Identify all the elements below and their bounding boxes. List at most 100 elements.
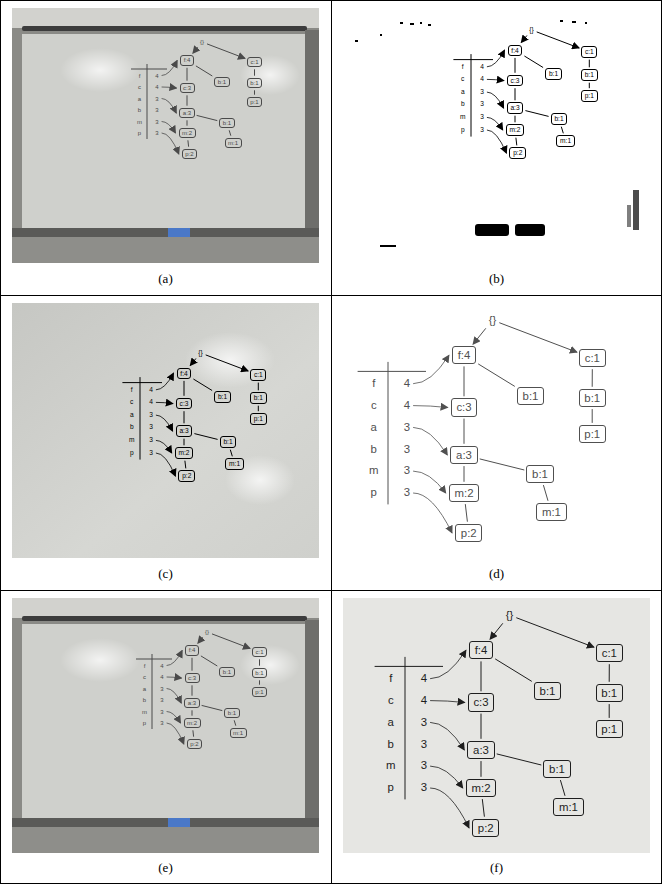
node-label: {} [205,629,209,635]
tree-node-box: c:3 [180,83,195,94]
tree-edge [609,704,610,718]
node-label: c:1 [254,371,263,378]
panel-connectors [0,590,331,884]
tree-edge [187,95,188,105]
tree-node-box: a:3 [507,102,524,113]
header-link [156,453,176,476]
tree-edge [184,381,185,396]
node-label: m:2 [182,130,192,136]
node-label: c:1 [251,59,259,65]
tree-edge [515,138,517,146]
tree-edge [464,466,465,482]
node-label: c:3 [473,696,488,708]
tree-node-box: p:2 [182,149,197,160]
tree-edge [192,658,193,671]
tree-node-box: p:1 [247,97,262,108]
figure-panel: (c){}f:4c:1c:3b:1b:1a:3p:1m:2b:1p:2m:1f4… [0,295,331,590]
tree-edge [525,111,548,117]
header-count: 3 [160,697,163,703]
panel-connectors [331,590,662,884]
tree-edge [589,60,590,68]
header-item: b [371,444,377,455]
node-label: b:1 [255,670,263,676]
tree-edge [198,637,203,643]
tree-node-box: m:2 [175,447,194,458]
tree-node-box: f:4 [508,45,523,56]
panel-connectors [331,0,662,295]
node-label: b:1 [554,115,563,122]
header-count: 3 [155,96,158,102]
root-node: {} [197,349,203,356]
header-link [156,402,173,403]
tree-node-box: f:4 [185,645,199,656]
header-count: 4 [149,399,153,406]
header-item: a [130,412,134,419]
figure-panel: (a){}f:4c:1c:3b:1b:1a:3p:1m:2b:1p:2m:1f4… [0,0,331,295]
tree-edge [254,90,255,94]
tree-edge [187,120,188,125]
header-item: c [143,674,146,680]
tree-edge [193,47,198,53]
panel-caption: (f) [331,860,662,876]
tree-edge [561,127,563,134]
tree-node-box: p:2 [509,147,526,158]
tree-node-box: b:1 [247,78,262,89]
header-item: c [130,399,133,406]
tree-node-box: a:3 [176,425,193,436]
header-count: 3 [421,782,427,793]
tree-node-box: b:1 [252,668,267,679]
node-label: b:1 [250,80,258,86]
node-label: b:1 [223,120,231,126]
tree-node-box: c:1 [581,46,597,57]
header-rule [453,59,493,60]
header-count: 4 [160,663,163,669]
tree-edge [478,364,515,387]
tree-node-box: m:2 [184,718,201,729]
node-label: m:1 [229,460,240,467]
node-label: {} [506,609,514,621]
header-link [487,130,507,153]
header-link [430,722,464,750]
tree-node-box: m:2 [466,779,497,797]
rectified-photo [12,303,319,558]
panel-connectors [0,0,331,295]
header-link [162,133,179,154]
tree-node-box: m:1 [553,798,584,816]
enhanced-photo [343,598,650,853]
header-count: 3 [480,101,484,108]
tree-node-box: p:2 [187,739,202,750]
header-rule [131,69,167,70]
tree-node-box: f:4 [469,641,493,659]
node-label: f:4 [180,370,187,377]
tree-node-box: m:1 [556,135,575,146]
tree-edge [481,714,482,739]
header-link [487,79,504,80]
tree-node-box: b:1 [250,392,267,403]
header-count: 4 [149,387,153,394]
header-count: 3 [149,437,153,444]
tree-edge [480,459,525,470]
node-label: b:1 [223,669,231,675]
panel-caption: (c) [0,566,331,582]
tree-edge [515,116,516,123]
node-label: p:1 [250,99,258,105]
node-label: p:1 [255,689,263,695]
header-item: m [460,114,466,121]
whiteboard-photo [12,598,319,853]
node-label: a:3 [188,700,196,706]
node-label: p:2 [182,472,191,479]
header-item: a [461,89,465,96]
header-count: 3 [421,717,427,728]
node-label: b:1 [223,438,232,445]
tree-edge [515,58,516,73]
tree-node-box: a:3 [184,698,199,709]
header-link [162,122,176,134]
node-label: b:1 [254,394,263,401]
node-label: b:1 [218,79,226,85]
tree-edge [184,461,186,469]
header-link [162,87,177,88]
figure-panel: (f){}f:4c:1c:3b:1b:1a:3p:1m:2b:1p:2m:1f4… [331,590,662,884]
tree-edge [190,359,196,366]
panel-caption: (d) [331,566,662,582]
panel-connectors [0,295,331,590]
